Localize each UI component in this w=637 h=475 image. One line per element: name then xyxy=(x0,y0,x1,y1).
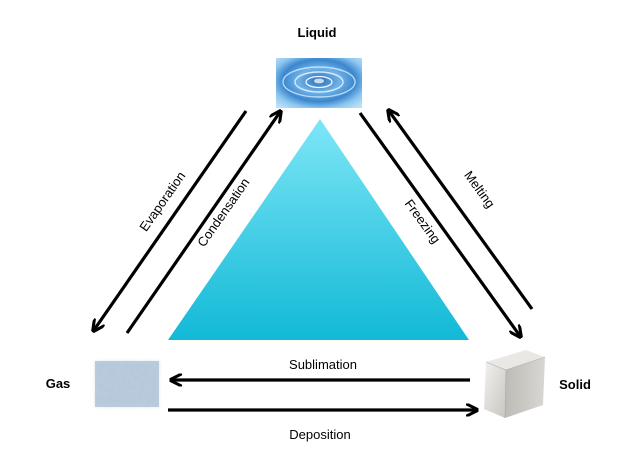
evaporation-arrow xyxy=(94,110,248,330)
melting-arrow xyxy=(389,111,534,310)
central-triangle xyxy=(168,119,469,340)
evaporation-label: Evaporation xyxy=(136,169,188,234)
solid-label: Solid xyxy=(559,377,591,392)
deposition-label: Deposition xyxy=(289,427,350,442)
gas-label: Gas xyxy=(46,376,71,391)
sublimation-label: Sublimation xyxy=(289,357,357,372)
gas-texture-icon xyxy=(95,361,159,407)
liquid-label: Liquid xyxy=(298,25,337,40)
water-ripple-icon xyxy=(276,58,362,108)
solid-block-icon xyxy=(484,350,546,419)
melting-label: Melting xyxy=(461,168,498,211)
freezing-arrow xyxy=(358,112,520,336)
condensation-arrow xyxy=(125,112,280,334)
